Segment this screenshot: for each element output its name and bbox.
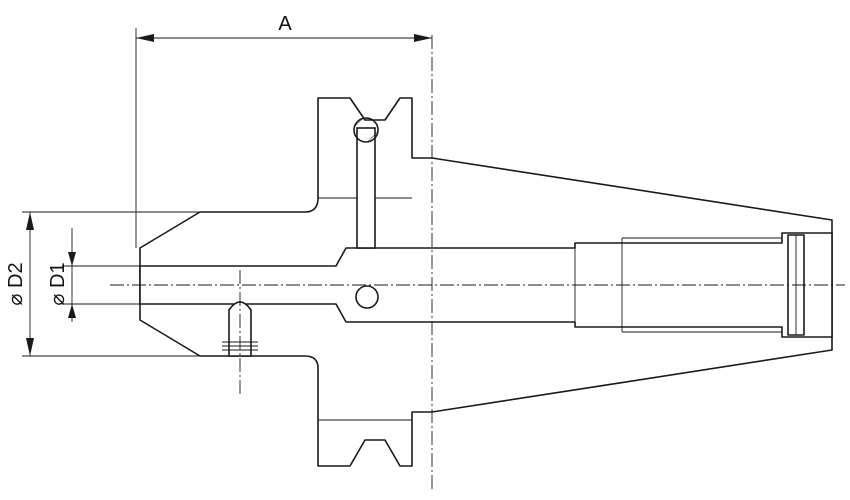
dimension-d1: ⌀ D1 — [47, 228, 140, 322]
dimension-d1-arrow-bottom — [68, 304, 76, 318]
locking-ball — [353, 117, 379, 143]
radial-channel-cutout — [356, 127, 376, 249]
dimension-a-label: A — [278, 13, 292, 35]
cross-hole — [355, 285, 379, 309]
set-screw-cutout — [228, 301, 252, 357]
dimension-a: A — [135, 13, 432, 248]
dimension-d2: ⌀ D2 — [5, 211, 200, 357]
dimension-d1-label: ⌀ D1 — [47, 262, 69, 305]
dimension-d2-label: ⌀ D2 — [5, 262, 27, 305]
set-screw-hole — [222, 270, 258, 395]
radial-channel — [353, 117, 379, 249]
holder-body-outline — [139, 97, 833, 467]
dimension-a-arrow-right — [414, 34, 432, 42]
dimension-d2-arrow-bottom — [26, 338, 34, 356]
dimension-d1-arrow-top — [68, 252, 76, 266]
dimension-d2-arrow-top — [26, 212, 34, 230]
dimension-a-arrow-left — [136, 34, 154, 42]
